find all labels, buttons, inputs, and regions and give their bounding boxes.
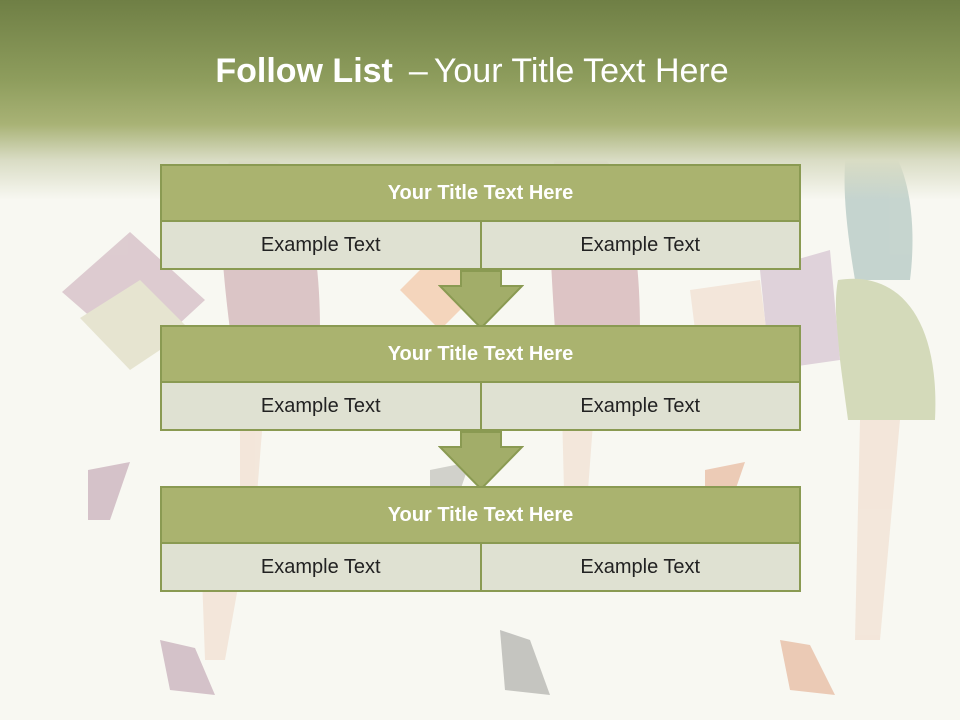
step-cell-right: Example Text — [479, 544, 799, 590]
down-arrow-icon — [438, 431, 524, 491]
step-title: Your Title Text Here — [162, 327, 799, 383]
step-cell-left: Example Text — [162, 383, 480, 429]
step-box-2: Your Title Text Here Example Text Exampl… — [160, 325, 801, 431]
step-box-3: Your Title Text Here Example Text Exampl… — [160, 486, 801, 592]
step-row: Example Text Example Text — [162, 544, 799, 590]
step-cell-left: Example Text — [162, 544, 480, 590]
title-bold-text: Follow List — [215, 52, 393, 90]
step-cell-left: Example Text — [162, 222, 480, 268]
slide-title: Follow List–Your Title Text Here — [0, 52, 944, 91]
step-title: Your Title Text Here — [162, 166, 799, 222]
step-box-1: Your Title Text Here Example Text Exampl… — [160, 164, 801, 270]
down-arrow-icon — [438, 270, 524, 330]
title-dash: – — [408, 52, 428, 90]
step-title: Your Title Text Here — [162, 488, 799, 544]
step-row: Example Text Example Text — [162, 222, 799, 268]
title-subtitle-text: Your Title Text Here — [433, 52, 729, 90]
step-cell-right: Example Text — [479, 222, 799, 268]
step-row: Example Text Example Text — [162, 383, 799, 429]
step-cell-right: Example Text — [479, 383, 799, 429]
